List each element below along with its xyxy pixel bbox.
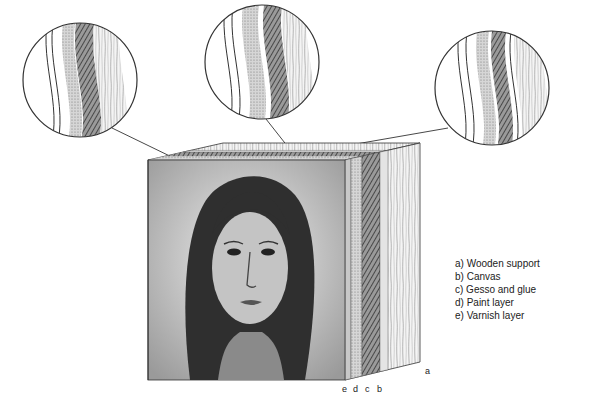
layer-letter: d: [353, 384, 358, 394]
legend-entry: e) Varnish layer: [455, 310, 524, 322]
layer-letter: c: [365, 384, 370, 394]
legend-entry: a) Wooden support: [455, 258, 540, 270]
layer-letter: e: [342, 384, 347, 394]
magnified-inset: [20, 10, 140, 150]
legend-entry: d) Paint layer: [455, 297, 514, 309]
magnified-inset: [200, 0, 330, 132]
magnified-inset: [430, 18, 560, 158]
legend-entry: c) Gesso and glue: [455, 284, 536, 296]
layer-letter: b: [377, 384, 382, 394]
layer-letter: a: [425, 366, 430, 376]
panel-block: [148, 143, 420, 380]
legend-entry: b) Canvas: [455, 271, 501, 283]
